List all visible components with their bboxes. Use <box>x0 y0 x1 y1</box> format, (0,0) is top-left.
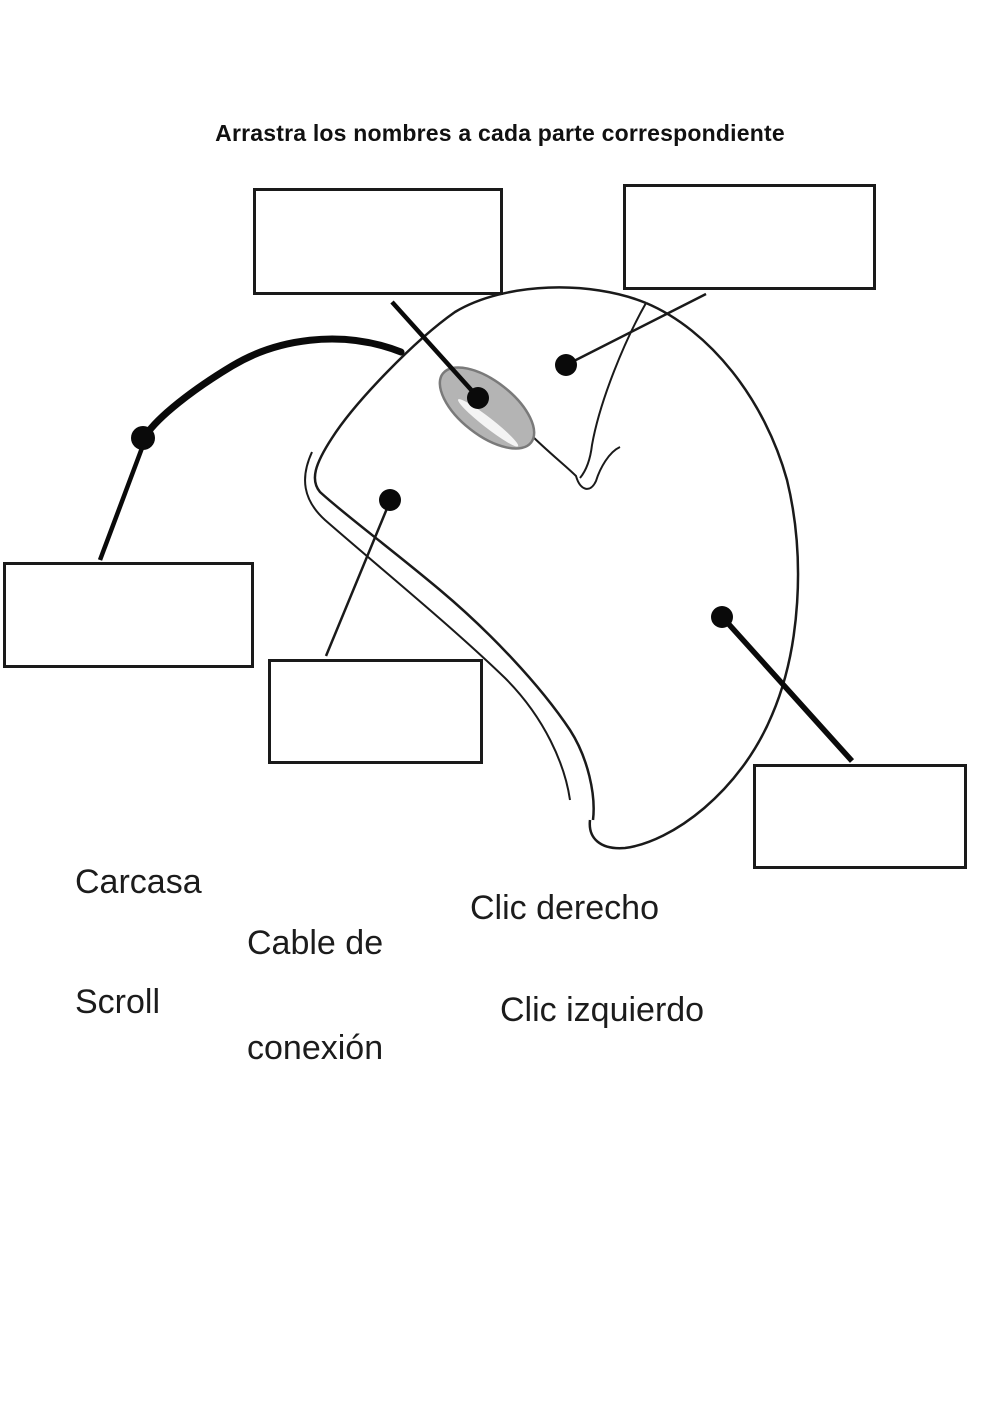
mouse-base-shell-outline <box>304 451 571 801</box>
word-cable-de-conexion[interactable]: Cable de conexión <box>247 864 383 1127</box>
word-clic-derecho[interactable]: Clic derecho <box>470 889 659 927</box>
dot-left-shell <box>379 489 401 511</box>
connector-scroll-wheel <box>390 300 476 395</box>
drop-box-right-button[interactable] <box>623 184 876 290</box>
word-carcasa[interactable]: Carcasa <box>75 863 202 901</box>
connector-right-body <box>722 618 855 763</box>
connector-cable <box>97 439 148 561</box>
drop-box-scroll-wheel[interactable] <box>253 188 503 295</box>
mouse-top-shell-outline <box>313 286 647 821</box>
connector-left-shell <box>324 505 390 657</box>
connector-right-button <box>569 292 707 365</box>
dot-scroll-wheel <box>467 387 489 409</box>
dot-cable <box>131 426 155 450</box>
word-clic-izquierdo[interactable]: Clic izquierdo <box>500 991 705 1029</box>
word-cable-line2: conexión <box>247 1029 384 1068</box>
mouse-cable-curve <box>142 335 405 439</box>
drop-box-right-body[interactable] <box>753 764 967 869</box>
page-title: Arrastra los nombres a cada parte corres… <box>215 120 785 146</box>
drop-box-cable[interactable] <box>3 562 254 668</box>
scroll-wheel-ellipse <box>438 366 536 450</box>
dot-right-button <box>555 354 577 376</box>
scroll-wheel <box>438 366 536 450</box>
mouse-body-outline <box>588 301 800 850</box>
scroll-wheel-highlight <box>458 399 519 447</box>
drop-box-left-shell[interactable] <box>268 659 483 764</box>
word-scroll[interactable]: Scroll <box>75 983 161 1021</box>
dot-right-body <box>711 606 733 628</box>
mouse-front-notch <box>527 431 621 490</box>
word-cable-line1: Cable de <box>247 923 384 962</box>
